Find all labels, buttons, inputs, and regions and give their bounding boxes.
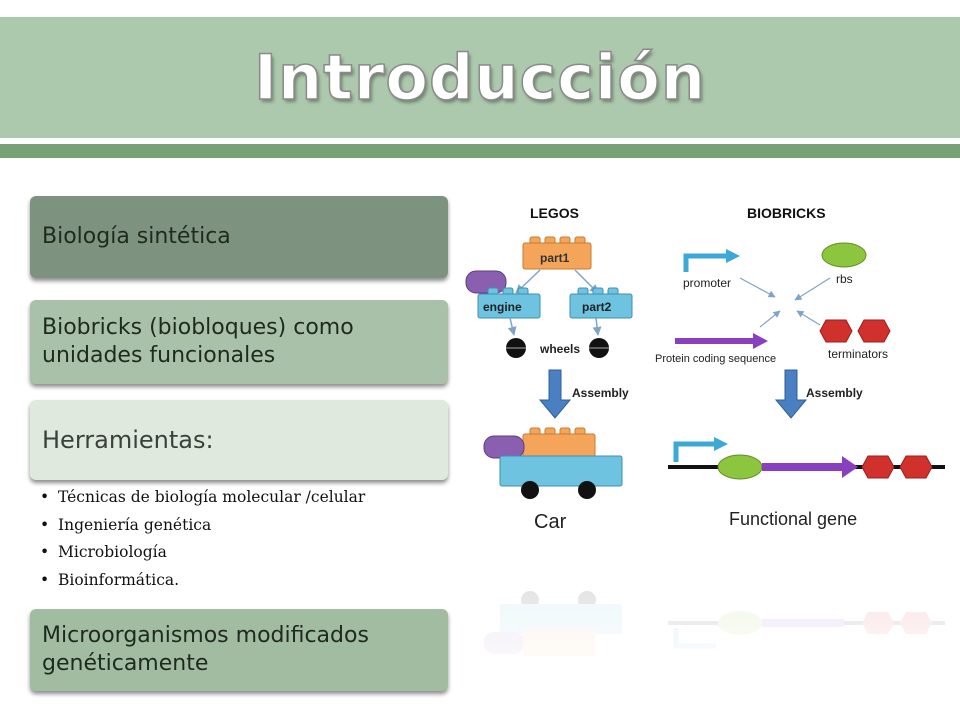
box-biobricks-label: Biobricks (biobloques) como unidades fun… [42,315,354,368]
tools-list-item: Ingeniería genética [40,512,365,540]
car-icon [483,427,623,499]
tools-list-item: Técnicas de biología molecular /celular [40,484,365,512]
slide-title: Introducción [253,40,707,115]
tools-list-item: Microbiología [40,539,365,567]
protein-coding-label: Protein coding sequence [655,353,776,365]
rbs-label: rbs [836,272,853,286]
box-synthetic-biology: Biología sintética [30,196,448,278]
terminators-icon [819,319,891,343]
assembly-arrow-left-icon [538,369,572,419]
box-biobricks: Biobricks (biobloques) como unidades fun… [30,300,448,384]
title-band [0,17,960,138]
terminators-label: terminators [828,347,888,361]
box-gmo: Microorganismos modificados genéticament… [30,609,448,691]
assembly-right-label: Assembly [806,386,863,400]
part2-label: part2 [582,300,612,314]
tools-list-item: Bioinformática. [40,567,365,595]
part2-brick-icon [569,287,633,319]
legos-heading: LEGOS [530,205,579,221]
part1-label: part1 [540,251,570,265]
wheels-icon [506,338,609,358]
tools-list: Técnicas de biología molecular /celular … [40,484,365,594]
assembly-left-label: Assembly [572,386,629,400]
box-tools: Herramientas: [30,400,448,480]
promoter-label: promoter [683,276,731,290]
box-tools-label: Herramientas: [42,426,214,454]
box-synthetic-biology-label: Biología sintética [42,224,231,249]
promoter-icon [683,249,740,272]
engine-label: engine [483,300,522,314]
legos-biobricks-diagram: LEGOS BIOBRICKS part1 engine part2 wheel… [455,205,960,700]
wheels-label: wheels [539,342,580,356]
car-label: Car [534,511,567,533]
biobricks-heading: BIOBRICKS [747,205,826,221]
title-stripe [0,144,960,158]
functional-gene-label: Functional gene [729,509,857,529]
protein-coding-sequence-icon [675,333,768,349]
part1-brick-icon [522,236,592,270]
assembly-arrow-right-icon [774,369,808,419]
box-gmo-label: Microorganismos modificados genéticament… [42,623,369,676]
reflection-fade [455,545,960,700]
functional-gene-icon [668,437,945,480]
rbs-icon [821,242,867,268]
engine-brick-icon [465,270,541,319]
